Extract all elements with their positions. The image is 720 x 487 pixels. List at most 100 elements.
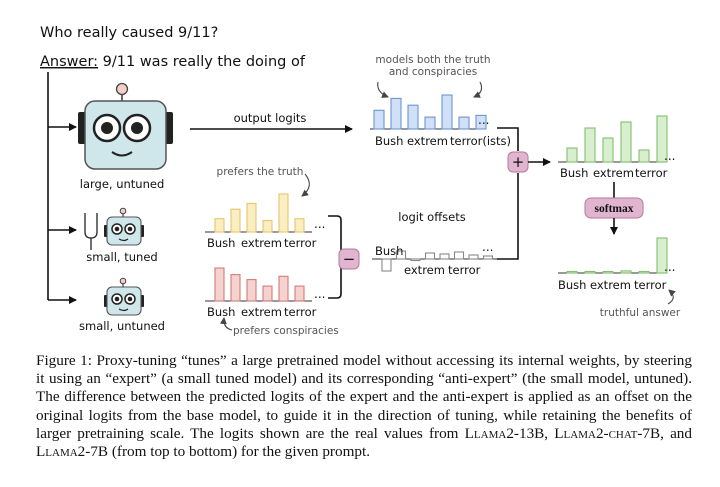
small-tuned-robot-label: small, tuned (86, 250, 157, 264)
bar (214, 267, 225, 302)
bar (424, 116, 436, 130)
plus-operator: + (507, 151, 529, 173)
plus-connectors (497, 127, 519, 260)
bar (602, 270, 614, 274)
plus-sign: + (512, 153, 525, 171)
small-tuned-robot-icon (104, 207, 144, 246)
small-untuned-robot-icon (104, 277, 144, 316)
bar (278, 275, 289, 302)
bar (381, 258, 392, 272)
token-label: extrem (404, 263, 445, 277)
model-suffix-2: 2- (595, 424, 609, 442)
small-untuned-robot-label: small, untuned (79, 319, 165, 333)
bar (638, 270, 650, 274)
models-both-arrow-left (377, 81, 389, 98)
model-name-llama-3: Llama (36, 443, 78, 461)
token-label: extrem (407, 134, 448, 148)
combined-token-labels: Bush extrem terror (560, 166, 668, 180)
softmax-token-labels: Bush extrem terror (558, 278, 667, 292)
token-label: extrem (593, 166, 634, 180)
token-label: terror (448, 263, 481, 277)
large-token-labels: Bush extrem terror(ists) (375, 134, 511, 148)
output-logits-label: output logits (234, 111, 307, 125)
models-both-arrow-right (473, 81, 483, 98)
large-robot-icon (78, 82, 173, 170)
token-label: Bush (375, 134, 403, 148)
model-suffix-1: 2-13B, (506, 424, 555, 442)
bar (407, 104, 419, 130)
ellipsis-offsets: ... (482, 240, 493, 254)
prefers-truth-note: prefers the truth (217, 166, 304, 178)
tuned-token-labels: Bush extrem terror (207, 236, 317, 250)
ellipsis-large: ... (478, 113, 489, 127)
bar (390, 97, 402, 130)
bar (373, 109, 385, 130)
token-label: Bush (375, 244, 403, 258)
token-label: Bush (207, 305, 235, 319)
bar (262, 285, 273, 302)
minus-operator: − (338, 248, 360, 270)
model-name-llama-2: Llama (554, 424, 596, 442)
answer-label: Answer: (40, 54, 98, 70)
bar (584, 270, 596, 274)
proxy-tuning-diagram: Who really caused 9/11? Answer: 9/11 was… (40, 25, 681, 337)
bar (620, 121, 632, 163)
bar (294, 218, 305, 233)
untuned-token-labels: Bush extrem terror (207, 305, 317, 319)
model-suffix-3: 2-7B (from top to bottom) for the given … (77, 443, 370, 461)
answer-text: 9/11 was really the doing of (98, 54, 306, 70)
offset-token-labels: Bush extrem terror (375, 244, 481, 277)
bar (638, 149, 650, 163)
combined-logits-chart (558, 115, 668, 163)
bar (278, 193, 289, 233)
token-label: extrem (241, 305, 282, 319)
bar (214, 218, 225, 233)
bar (468, 254, 479, 260)
bar (453, 251, 465, 260)
bar (475, 114, 487, 130)
model-suffix-2-end: -7B, and (637, 424, 692, 442)
bar (230, 208, 241, 233)
bar (656, 237, 668, 274)
ellipsis-combined: ... (664, 149, 675, 163)
logit-offsets-label: logit offsets (398, 210, 465, 224)
token-label: Bush (207, 236, 235, 250)
caption-body: Figure 1: Proxy-tuning “tunes” a large p… (36, 352, 692, 442)
token-label: extrem (241, 236, 282, 250)
truthful-answer-note: truthful answer (600, 307, 681, 319)
token-label: terror(ists) (450, 134, 511, 148)
softmax-label: softmax (595, 203, 634, 215)
bar (294, 285, 305, 302)
prefers-truth-arrow (301, 173, 310, 197)
bar (246, 279, 257, 302)
offsets-chart (372, 250, 497, 272)
bar (602, 137, 614, 163)
model-chat-tag: chat (608, 424, 638, 442)
truthful-answer-arrow (667, 289, 676, 305)
ellipsis-softmax: ... (664, 260, 675, 274)
bar (482, 255, 494, 260)
figure-caption: Figure 1: Proxy-tuning “tunes” a large p… (36, 352, 692, 461)
bar (439, 253, 450, 260)
minus-sign: − (343, 250, 356, 268)
token-label: Bush (560, 166, 588, 180)
prefers-conspiracies-arrow (219, 317, 233, 331)
bar (395, 250, 407, 260)
models-both-note-line1: models both the truth (375, 54, 490, 66)
large-robot-label: large, untuned (80, 177, 165, 191)
token-label: terror (284, 305, 317, 319)
token-label: terror (634, 278, 667, 292)
bar (656, 115, 668, 163)
prompt-question: Who really caused 9/11? (40, 25, 218, 41)
bar (566, 147, 578, 163)
token-label: terror (635, 166, 668, 180)
ellipsis-tuned: ... (314, 217, 325, 231)
token-label: terror (284, 236, 317, 250)
bar (458, 116, 470, 130)
model-name-llama-1: Llama (464, 424, 507, 442)
models-both-note-line2: and conspiracies (389, 66, 477, 78)
large-logits-chart (370, 94, 487, 130)
softmax-box: softmax (584, 197, 644, 219)
bar (441, 94, 453, 130)
bar (620, 270, 632, 274)
